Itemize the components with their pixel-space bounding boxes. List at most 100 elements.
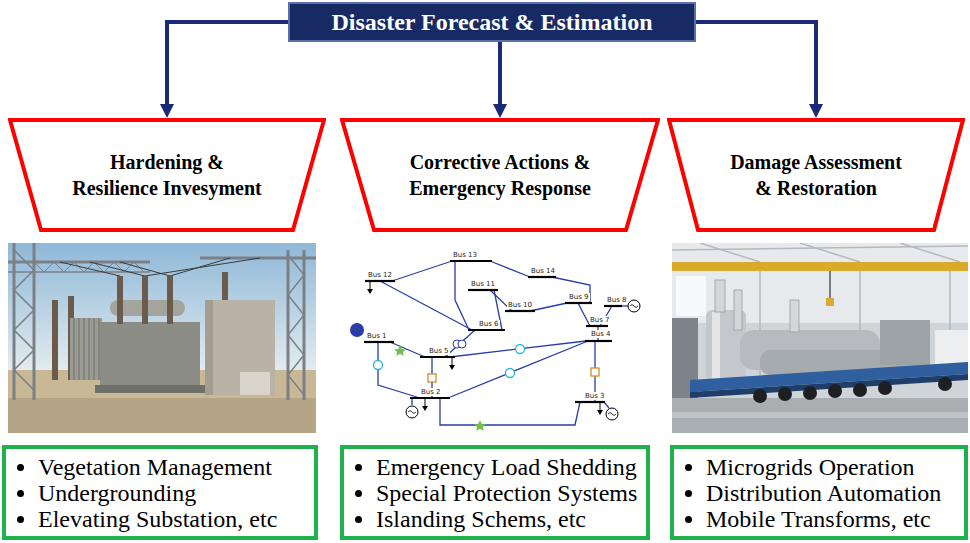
radiator-fin (74, 318, 99, 380)
trailer-wheel (778, 387, 792, 401)
trailer-wheel (828, 384, 842, 398)
ring-marker (516, 345, 525, 354)
trailer-frame (690, 374, 968, 398)
measure-list-box: Microgrids OperationDistribution Automat… (670, 445, 968, 540)
bus-bar (364, 341, 394, 343)
floor-reflection (672, 412, 968, 418)
network-line (622, 305, 628, 306)
star-marker (394, 345, 486, 431)
bus-label: Bus 13 (452, 251, 478, 259)
ring-marker (506, 369, 515, 378)
equipment-box (880, 320, 930, 365)
bus-label: Bus 7 (589, 316, 611, 324)
flow-arrow (498, 42, 502, 112)
transformer-symbol (458, 340, 466, 348)
roof-beam (672, 243, 968, 380)
generator-wave (630, 305, 638, 308)
bullet-item: Emergency Load Shedding (376, 454, 637, 480)
bushing (715, 280, 725, 312)
trailer-wheel (878, 381, 892, 395)
transformer-bushing (167, 276, 173, 324)
bushing (734, 290, 742, 330)
lattice-gantry (8, 261, 150, 264)
flow-arrow (167, 22, 288, 112)
crane-hook (826, 298, 834, 306)
load-arrow (600, 402, 601, 411)
network-line (450, 341, 586, 357)
fire-wall (205, 300, 275, 395)
network-line (490, 261, 530, 277)
lattice-gantry (14, 250, 34, 390)
bullet-item: Special Protection Systems (376, 480, 637, 506)
roof-beam (800, 243, 860, 262)
bus-label: Bus 4 (590, 330, 612, 338)
crane-hook-rope (829, 271, 831, 300)
truck-cab (935, 330, 968, 365)
load-arrow-head (449, 365, 455, 370)
roof-beam (700, 243, 760, 262)
transformer-bushing (142, 276, 148, 324)
network-line (530, 303, 567, 311)
network-line (552, 277, 590, 303)
bullet-list: Microgrids OperationDistribution Automat… (674, 454, 947, 532)
load-arrow-head (422, 406, 428, 411)
radiator-fin (99, 318, 100, 380)
load-arrow-head (367, 289, 603, 415)
substation-photo (8, 243, 316, 433)
network-line (390, 342, 425, 357)
network-line (440, 398, 580, 425)
trailer-wheel (853, 383, 867, 397)
overhead-wire (145, 258, 260, 276)
hall-upper-wall (672, 243, 968, 323)
bullet-list: Emergency Load SheddingSpecial Protectio… (344, 454, 643, 532)
floor (672, 398, 968, 433)
stage-trapezoid: Corrective Actions & Emergency Response (340, 118, 660, 232)
generator-wave (408, 411, 416, 414)
trapezoid-outline (10, 120, 324, 230)
forecast-box: Disaster Forecast & Estimation (288, 2, 696, 42)
bullet-item: Vegetation Management (38, 454, 277, 480)
transformer-symbol (453, 340, 466, 348)
radiator-fin (89, 318, 90, 380)
generator-symbol (406, 300, 640, 420)
bus-bar (468, 289, 498, 291)
bullet-item: Elevating Substation, etc (38, 506, 277, 532)
bus-bar (565, 302, 592, 304)
lattice-gantry (34, 262, 144, 272)
bus-label: Bus 2 (420, 388, 442, 396)
bushing (790, 300, 799, 332)
ring-marker (374, 345, 525, 378)
forecast-title: Disaster Forecast & Estimation (331, 9, 652, 35)
hall-wall (672, 243, 968, 433)
bus-bar (420, 356, 455, 358)
generator-wave (408, 305, 638, 416)
star-marker (394, 345, 406, 356)
lattice-gantry (13, 243, 16, 400)
control-cabinet (240, 372, 270, 395)
mobile-transformer-photo (672, 243, 968, 433)
generator-symbol (628, 300, 640, 312)
transformer-bushing (117, 276, 123, 324)
stage-title: Hardening & Resilience Invesyment (69, 149, 265, 201)
trailer-wheel (938, 377, 952, 391)
load-arrow-head (597, 410, 603, 415)
transformer-base (95, 385, 207, 393)
network-line (455, 261, 469, 330)
measure-list-box: Emergency Load SheddingSpecial Protectio… (340, 445, 650, 540)
bus-label: Bus 14 (530, 267, 556, 275)
fire-wall-shade (205, 300, 213, 395)
measure-list-box: Vegetation ManagementUndergroundingEleva… (2, 445, 318, 540)
transformer-bushing (117, 276, 173, 324)
bullet-item: Microgrids Operation (706, 454, 941, 480)
generator-symbol (406, 406, 418, 418)
bus-bar (528, 276, 556, 278)
bullet-item: Islanding Schems, etc (376, 506, 637, 532)
post-insulator (52, 300, 58, 380)
trapezoid-outline (667, 118, 965, 232)
trailer-wheel (753, 389, 767, 403)
bus-bar (410, 397, 450, 399)
square-marker (428, 368, 599, 382)
ring-marker (374, 361, 383, 370)
bus-bar (450, 260, 492, 262)
bus-bar (468, 329, 505, 331)
